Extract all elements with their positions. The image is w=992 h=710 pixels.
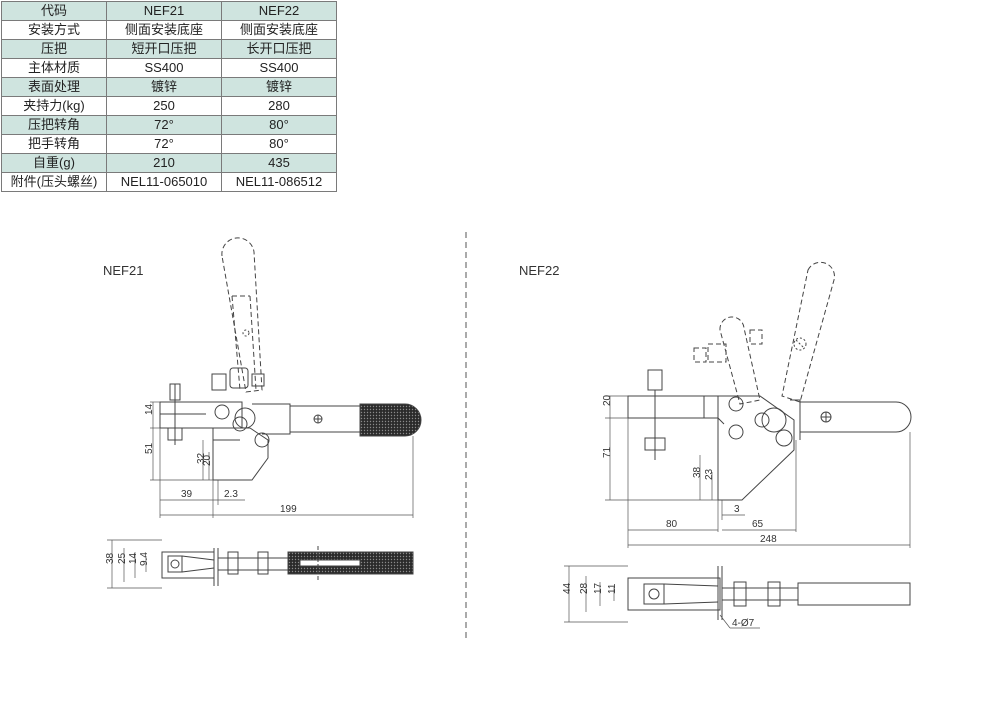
svg-text:9.4: 9.4 (139, 552, 150, 566)
svg-text:199: 199 (280, 504, 297, 515)
spec-label-cell: 表面处理 (1, 77, 107, 97)
nef21-arm (159, 401, 243, 429)
svg-text:71: 71 (602, 446, 613, 458)
svg-text:20: 20 (602, 394, 613, 406)
spec-value-cell: 短开口压把 (106, 39, 222, 59)
spec-label-cell: 压把转角 (1, 115, 107, 135)
spec-label-cell: 附件(压头螺丝) (1, 172, 107, 192)
nef21-open-handle (221, 237, 263, 393)
svg-text:25: 25 (117, 552, 128, 564)
nef21-plan-view (161, 546, 414, 586)
spec-value-cell: 72° (106, 115, 222, 135)
spec-label-cell: 安装方式 (1, 20, 107, 40)
spec-label-cell: 把手转角 (1, 134, 107, 154)
nef21-label: NEF21 (103, 263, 143, 278)
spec-value-cell: 镀锌 (221, 77, 337, 97)
svg-text:38: 38 (105, 552, 116, 564)
nef22-plan-view (627, 566, 911, 620)
svg-text:14: 14 (144, 403, 155, 415)
nef21-drawing: NEF21 (103, 237, 422, 589)
nef22-label: NEF22 (519, 263, 559, 278)
spec-value-cell: NEF21 (106, 1, 222, 21)
svg-text:80: 80 (666, 519, 678, 530)
spec-label-cell: 代码 (1, 1, 107, 21)
svg-text:32: 32 (196, 452, 207, 464)
svg-text:65: 65 (752, 519, 764, 530)
spec-row: 压把短开口压把长开口压把 (1, 39, 337, 59)
svg-text:28: 28 (579, 582, 590, 594)
nef22-handle (800, 401, 912, 433)
svg-text:23: 23 (704, 468, 715, 480)
svg-text:2.3: 2.3 (224, 489, 238, 500)
spec-value-cell: NEF22 (221, 1, 337, 21)
spec-value-cell: NEL11-086512 (221, 172, 337, 192)
spec-value-cell: SS400 (221, 58, 337, 78)
svg-text:4-Ø7: 4-Ø7 (732, 618, 755, 629)
svg-text:39: 39 (181, 489, 193, 500)
spec-label-cell: 主体材质 (1, 58, 107, 78)
svg-text:51: 51 (144, 442, 155, 454)
svg-text:38: 38 (692, 466, 703, 478)
svg-text:44: 44 (562, 582, 573, 594)
spec-value-cell: SS400 (106, 58, 222, 78)
nef21-base (212, 427, 269, 481)
spec-row: 表面处理镀锌镀锌 (1, 77, 337, 97)
svg-text:3: 3 (734, 504, 740, 515)
svg-text:11: 11 (607, 583, 618, 594)
nef21-grip (359, 403, 422, 437)
spec-value-cell: 长开口压把 (221, 39, 337, 59)
svg-text:14: 14 (128, 552, 139, 564)
nef22-drawing: NEF22 (519, 261, 912, 629)
spec-value-cell: NEL11-065010 (106, 172, 222, 192)
svg-text:17: 17 (593, 582, 604, 594)
spec-label-cell: 压把 (1, 39, 107, 59)
nef22-open-handle (781, 261, 835, 403)
svg-text:20: 20 (202, 454, 213, 466)
spec-value-cell: 80° (221, 115, 337, 135)
svg-text:248: 248 (760, 534, 777, 545)
spec-value-cell: 侧面安装底座 (221, 20, 337, 40)
